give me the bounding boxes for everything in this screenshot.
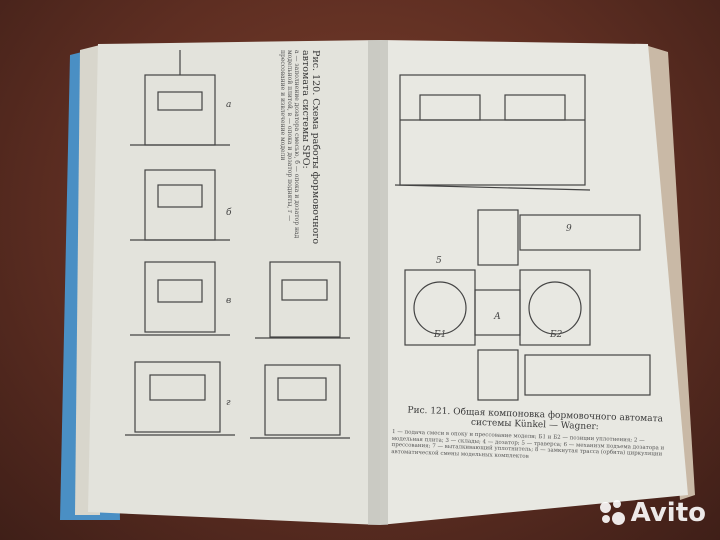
right-page xyxy=(380,40,688,525)
label-5: 5 xyxy=(436,256,442,266)
drawing-e xyxy=(255,261,350,339)
drawing-c xyxy=(130,261,230,336)
right-figure-caption-block: Рис. 121. Общая компоновка формовочного … xyxy=(391,405,678,465)
label-9: 9 xyxy=(566,224,572,234)
panel-label-d: г xyxy=(226,398,231,408)
drawing-b xyxy=(130,169,230,241)
drawing-plan xyxy=(404,209,651,401)
label-b1: Б1 xyxy=(434,330,447,340)
spine-shadow xyxy=(368,40,388,525)
label-a: А xyxy=(494,312,501,322)
left-page xyxy=(88,40,380,525)
figure-120-legend: а — заполнение дозатора смесью, б — опок… xyxy=(279,50,300,239)
panel-label-c: в xyxy=(226,296,232,306)
figure-120-caption: Рис. 120. Схема работы формовочного авто… xyxy=(300,50,321,245)
drawing-f xyxy=(250,364,350,439)
avito-text: Avito xyxy=(630,498,706,528)
left-figure-caption-block: Рис. 120. Схема работы формовочного авто… xyxy=(279,50,321,260)
avito-logo-icon xyxy=(599,500,626,526)
panel-label-b: б xyxy=(226,208,232,218)
right-drawings xyxy=(394,74,651,401)
left-drawings xyxy=(125,50,350,439)
panel-label-a: а xyxy=(226,100,232,110)
drawing-d xyxy=(125,361,235,436)
label-b2: Б2 xyxy=(550,330,563,340)
drawing-a xyxy=(130,50,230,146)
avito-watermark: Avito xyxy=(599,498,706,528)
drawing-top xyxy=(394,74,591,191)
